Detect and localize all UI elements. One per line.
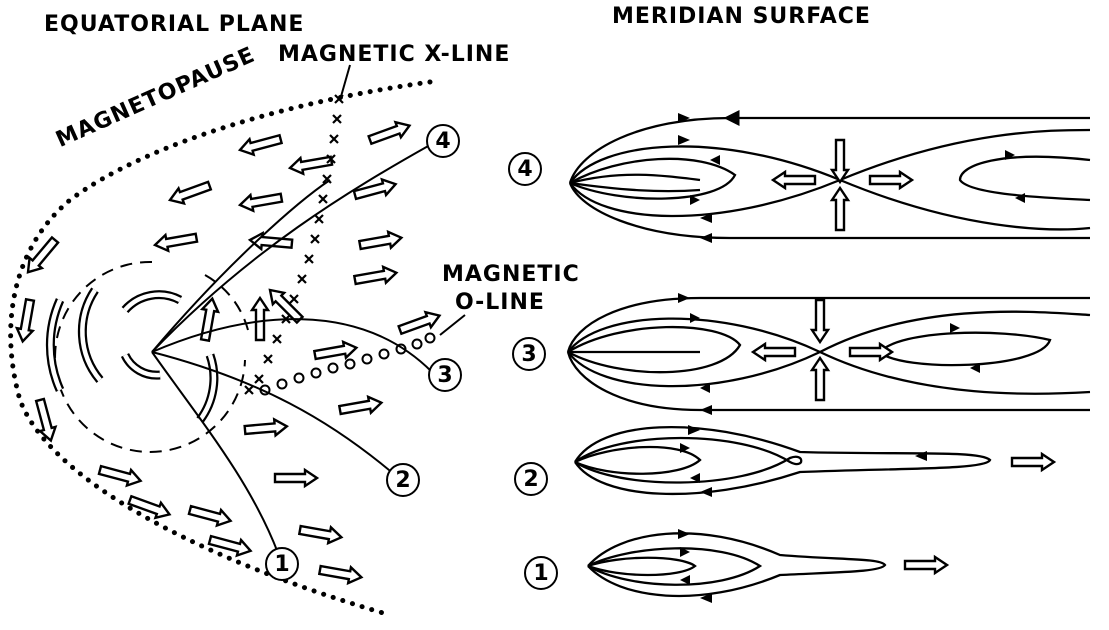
x-line-crosses [244,94,344,395]
o-line-label-line-2: O-LINE [455,290,545,315]
magnetopause-boundary [8,79,433,618]
eq-radial-lines [151,144,433,554]
meridian-panel-3 [566,296,1091,412]
flow-arrow-field [13,116,444,587]
mer-marker-1: 1 [524,556,558,590]
o-line-label-line-1: MAGNETIC [442,262,580,287]
mer-marker-4: 4 [508,152,542,186]
eq-marker-1: 1 [265,547,299,581]
magnetic-x-line-label: MAGNETIC X-LINE [278,42,511,67]
meridian-panel-4 [568,109,1091,240]
o-line-circles [259,332,436,396]
mer-marker-2: 2 [514,462,548,496]
meridian-panel-2 [574,425,992,496]
equatorial-flow-arrows [45,287,219,423]
mer-marker-3: 3 [512,337,546,371]
meridian-surface-title: MERIDIAN SURFACE [612,4,871,29]
equatorial-plane-title: EQUATORIAL PLANE [44,12,305,37]
eq-marker-3: 3 [428,358,462,392]
meridian-panel-1 [587,532,887,598]
inner-dashed-circle [54,260,246,453]
eq-marker-4: 4 [426,124,460,158]
eq-marker-2: 2 [386,463,420,497]
